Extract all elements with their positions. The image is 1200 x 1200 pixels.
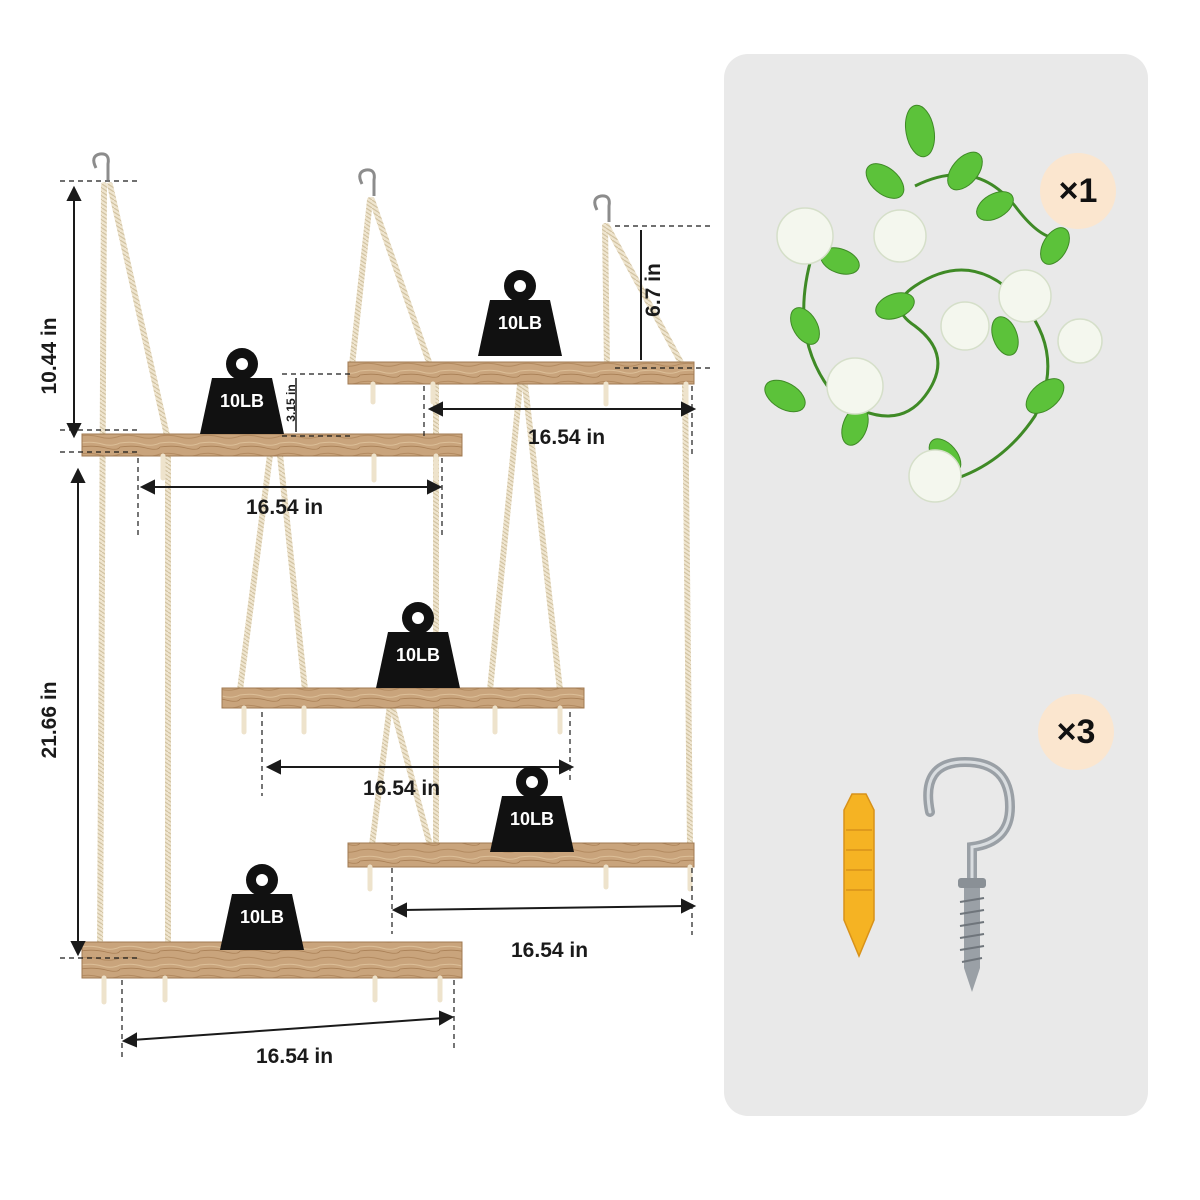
- weight-label: 10LB: [497, 313, 542, 333]
- weight-icon: [478, 270, 562, 356]
- shelf-top-right: [347, 361, 695, 385]
- weight-label: 10LB: [219, 391, 264, 411]
- ivy-rose-garland-icon: [764, 104, 1103, 503]
- hardware-count-badge: ×3: [1038, 694, 1114, 770]
- weight-label: 10LB: [239, 907, 284, 927]
- vine-count-badge: ×1: [1040, 153, 1116, 229]
- weight-label: 10LB: [509, 809, 554, 829]
- weight-label: 10LB: [395, 645, 440, 665]
- screw-hook-icon: [923, 756, 1016, 992]
- shelf-width-label: 16.54 in: [528, 426, 606, 449]
- weight-icon: [220, 864, 304, 950]
- shelf-lower-right: [347, 842, 695, 868]
- wall-hook-icon: [92, 152, 611, 222]
- shelf-width-label: 16.54 in: [256, 1045, 334, 1068]
- shelf-width-label: 16.54 in: [363, 777, 441, 800]
- wall-anchor-icon: [843, 793, 875, 958]
- weight-icon: [490, 766, 574, 852]
- weight-icons: [200, 270, 574, 950]
- ropes: [97, 182, 693, 958]
- gap-small-label: 3.15 in: [284, 384, 298, 422]
- dimension-lines: [66, 185, 697, 1048]
- hanging-shelves-illustration: [60, 152, 712, 1058]
- shelf-bottom: [81, 941, 463, 979]
- dimension-guides: [60, 180, 712, 1058]
- rope-tassels: [101, 381, 693, 1005]
- shelf-width-label: 16.54 in: [246, 496, 324, 519]
- shelf-width-label: 16.54 in: [511, 939, 589, 962]
- shelf-top-left: [81, 433, 463, 457]
- weight-icon: [376, 602, 460, 688]
- shelf-middle: [221, 687, 585, 709]
- right-rope-label: 6.7 in: [642, 263, 665, 317]
- top-height-label: 10.44 in: [38, 317, 61, 395]
- lower-height-label: 21.66 in: [38, 681, 61, 759]
- weight-icon: [200, 348, 284, 434]
